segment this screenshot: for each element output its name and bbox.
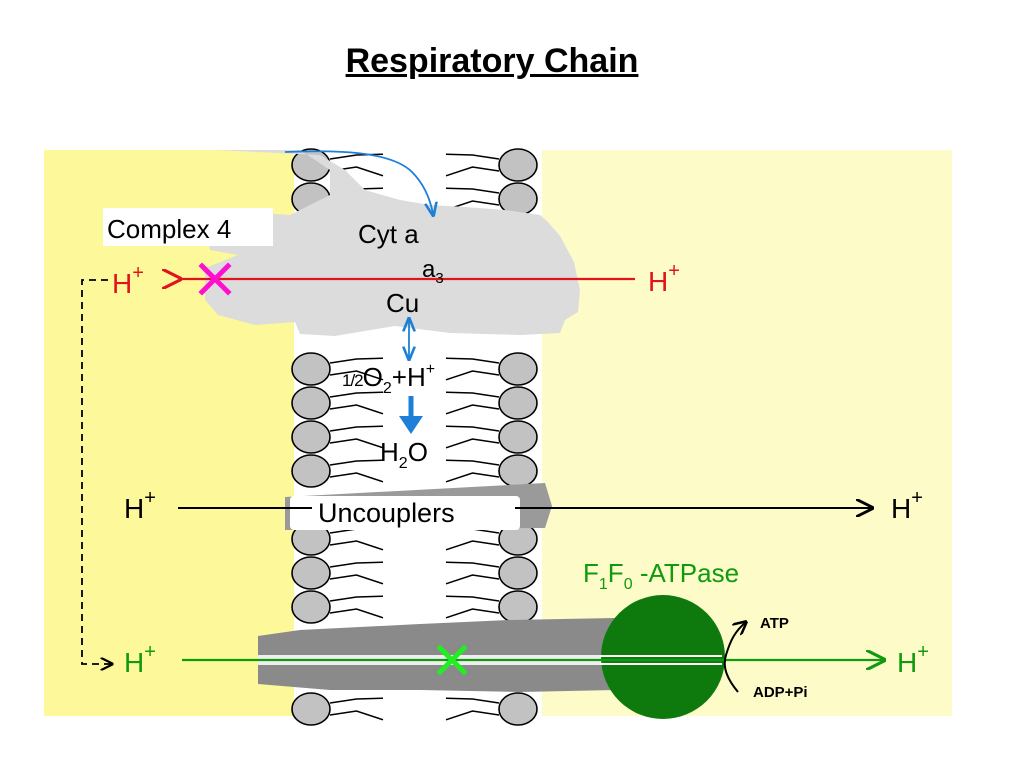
- lipid-head: [498, 420, 538, 454]
- lipid-tail: [329, 357, 384, 364]
- lipid-tail: [445, 574, 500, 585]
- water-label: H2O: [380, 437, 428, 472]
- proton-right-atpase: H+: [897, 641, 929, 678]
- proton-return-path: [81, 279, 112, 664]
- complex-4-label-box: [103, 208, 273, 246]
- adp-pi-label: ADP+Pi: [753, 684, 808, 701]
- lipid-tail: [329, 459, 384, 466]
- lipid-head: [498, 352, 538, 386]
- lipid-tail: [329, 153, 384, 160]
- lipid-tail: [445, 425, 500, 432]
- atpase-label: F1F0 -ATPase: [583, 558, 739, 593]
- lipid-tail: [329, 472, 384, 483]
- cyt-a-label: Cyt a: [358, 219, 419, 249]
- lipid-tail: [329, 574, 384, 585]
- reduction-arrow: [399, 396, 423, 434]
- complex-4-cloud: [205, 150, 580, 336]
- lipid-tail: [329, 425, 384, 432]
- lipid-tail: [329, 404, 384, 415]
- lipid-tail: [329, 608, 384, 619]
- lipid-head: [291, 420, 331, 454]
- lipid-head: [291, 556, 331, 590]
- proton-left-uncoupler: H+: [124, 487, 156, 524]
- lipid-tail: [445, 472, 500, 483]
- a3-label: a3: [422, 256, 444, 287]
- proton-left-complex: H+: [112, 262, 144, 299]
- lipid-tail: [445, 608, 500, 619]
- uncoupler-label-bg: [290, 496, 520, 530]
- cu-label: Cu: [386, 288, 419, 318]
- atpase-block-icon: [436, 644, 468, 676]
- lipid-head: [498, 692, 538, 726]
- atp-synthesis-curve: [723, 622, 746, 693]
- proton-right-complex: H+: [648, 260, 680, 297]
- lipid-tail: [445, 595, 500, 602]
- uncouplers-label: Uncouplers: [318, 498, 455, 528]
- complex-4-label: Complex 4: [107, 214, 231, 244]
- lipid-tail: [445, 187, 500, 194]
- lipid-tail: [445, 710, 500, 721]
- oxygen-label: 1/2O2+H+: [342, 361, 435, 397]
- lipid-head: [291, 386, 331, 420]
- lipid-head: [291, 352, 331, 386]
- lipid-head: [291, 692, 331, 726]
- electron-arrow-cyt: [284, 150, 433, 214]
- lipid-tail: [445, 166, 500, 177]
- lipid-head: [498, 386, 538, 420]
- lipid-tail: [445, 153, 500, 160]
- proton-right-uncoupler: H+: [891, 487, 923, 524]
- lipid-head: [291, 454, 331, 488]
- lipid-tail: [329, 370, 384, 381]
- lipid-tail: [445, 357, 500, 364]
- lipid-head: [498, 148, 538, 182]
- lipid-tail: [329, 561, 384, 568]
- lipid-tail: [445, 438, 500, 449]
- lipid-tail: [445, 697, 500, 704]
- lipid-tail: [445, 404, 500, 415]
- atp-label: ATP: [760, 615, 789, 632]
- lipid-head: [291, 590, 331, 624]
- page-title: Respiratory Chain: [345, 42, 639, 80]
- lipid-tail: [329, 697, 384, 704]
- lipid-tail: [445, 459, 500, 466]
- lipid-tail: [329, 438, 384, 449]
- lipid-head: [498, 590, 538, 624]
- lipid-head: [498, 454, 538, 488]
- lipid-tail: [445, 391, 500, 398]
- lipid-tail: [445, 540, 500, 551]
- lipid-head: [498, 556, 538, 590]
- lipid-tail: [329, 391, 384, 398]
- lipid-tail: [445, 561, 500, 568]
- lipid-tail: [445, 370, 500, 381]
- lipid-tail: [329, 540, 384, 551]
- proton-left-atpase: H+: [124, 641, 156, 678]
- lipid-tail: [329, 710, 384, 721]
- complex-4-block-icon: [198, 262, 232, 296]
- lipid-tail: [329, 595, 384, 602]
